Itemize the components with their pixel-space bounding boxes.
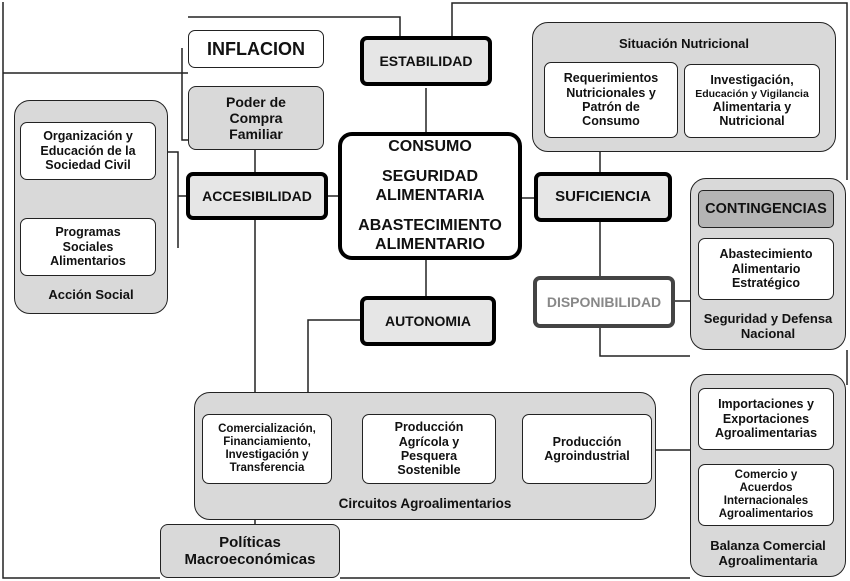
accesibilidad-box: ACCESIBILIDAD: [186, 172, 328, 220]
investigacion-line3: Alimentaria y Nutricional: [712, 99, 792, 129]
inflacion-box: INFLACION: [188, 30, 324, 68]
politicas-macroeconomicas-box: Políticas Macroeconómicas: [160, 524, 340, 578]
importaciones-exportaciones-box: Importaciones y Exportaciones Agroalimen…: [698, 388, 834, 450]
consumo-label: CONSUMO: [388, 138, 472, 156]
investigacion-line2: Educación y Vigilancia: [695, 87, 809, 100]
estabilidad-box: ESTABILIDAD: [360, 36, 492, 86]
accion-social-label: Acción Social: [48, 287, 134, 302]
abastecimiento-alimentario-label: ABASTECIMIENTO ALIMENTARIO: [358, 217, 502, 253]
organizacion-sociedad-civil-box: Organización y Educación de la Sociedad …: [20, 122, 156, 180]
poder-compra-box: Poder de Compra Familiar: [188, 86, 324, 150]
disponibilidad-box: DISPONIBILIDAD: [533, 276, 675, 328]
suficiencia-box: SUFICIENCIA: [534, 172, 672, 222]
line-autonomia-circuitos: [307, 319, 360, 392]
balanza-comercial-label: Balanza Comercial Agroalimentaria: [710, 538, 826, 568]
comercio-acuerdos-box: Comercio y Acuerdos Internacionales Agro…: [698, 464, 834, 526]
programas-sociales-box: Programas Sociales Alimentarios: [20, 218, 156, 276]
consumo-seguridad-abastecimiento-box: CONSUMO SEGURIDAD ALIMENTARIA ABASTECIMI…: [338, 132, 522, 260]
produccion-agroindustrial-box: Producción Agroindustrial: [522, 414, 652, 484]
comercializacion-box: Comercialización, Financiamiento, Invest…: [202, 414, 332, 484]
circuitos-label: Circuitos Agroalimentarios: [338, 496, 512, 511]
frame-line-right-top: [451, 2, 848, 180]
frame-line-top: [188, 16, 401, 40]
investigacion-line1: Investigación,: [710, 73, 794, 88]
line-accion-accesibilidad: [168, 151, 186, 248]
line-inflacion-poder: [181, 48, 188, 141]
abastecimiento-estrategico-box: Abastecimiento Alimentario Estratégico: [698, 238, 834, 300]
requerimientos-nutricionales-box: Requerimientos Nutricionales y Patrón de…: [544, 62, 678, 138]
investigacion-educacion-box: Investigación, Educación y Vigilancia Al…: [684, 64, 820, 138]
frame-line-left: [2, 2, 160, 579]
autonomia-box: AUTONOMIA: [360, 296, 496, 346]
seguridad-defensa-label: Seguridad y Defensa Nacional: [703, 311, 833, 341]
seguridad-alimentaria-label: SEGURIDAD ALIMENTARIA: [375, 168, 485, 204]
situacion-nutricional-label: Situación Nutricional: [618, 36, 749, 51]
line-suficiencia-down: [599, 222, 690, 357]
produccion-agricola-box: Producción Agrícola y Pesquera Sostenibl…: [362, 414, 496, 484]
contingencias-box: CONTINGENCIAS: [698, 190, 834, 228]
